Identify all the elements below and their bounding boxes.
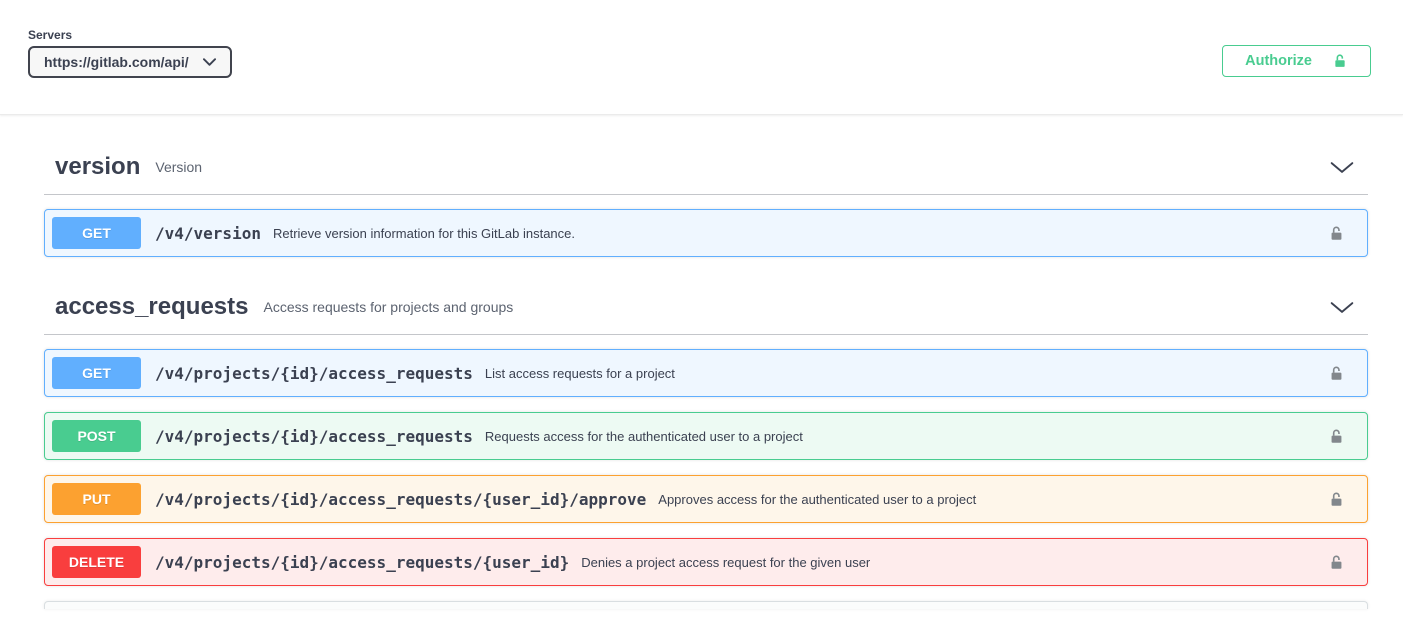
operation-path: /v4/projects/{id}/access_requests <box>155 363 473 383</box>
unlock-icon[interactable] <box>1328 427 1345 446</box>
unlock-icon[interactable] <box>1328 490 1345 509</box>
unlock-icon <box>1332 52 1348 70</box>
authorize-button[interactable]: Authorize <box>1222 45 1371 77</box>
operation-row[interactable]: GET /v4/version Retrieve version informa… <box>44 209 1368 257</box>
operation-summary: List access requests for a project <box>484 365 675 381</box>
operation-path: /v4/version <box>155 223 261 243</box>
section-title: version <box>55 153 141 180</box>
operations: GET /v4/version Retrieve version informa… <box>44 195 1368 257</box>
operation-path: /v4/projects/{id}/access_requests/{user_… <box>155 552 570 572</box>
method-badge: GET <box>52 217 141 249</box>
operation-row[interactable]: GET /v4/projects/{id}/access_requests Li… <box>44 349 1368 397</box>
section-description: Version <box>155 159 203 175</box>
method-badge: PUT <box>52 483 141 515</box>
chevron-down-icon <box>202 58 216 66</box>
section-description: Access requests for projects and groups <box>263 299 514 315</box>
section-header-version[interactable]: version Version <box>44 151 1368 195</box>
operation-path: /v4/projects/{id}/access_requests <box>155 426 473 446</box>
method-badge: GET <box>52 357 141 389</box>
section-header-access-requests[interactable]: access_requests Access requests for proj… <box>44 291 1368 335</box>
operations: GET /v4/projects/{id}/access_requests Li… <box>44 335 1368 609</box>
servers-block: Servers https://gitlab.com/api/ <box>28 28 232 78</box>
operation-row[interactable]: PUT /v4/projects/{id}/access_requests/{u… <box>44 475 1368 523</box>
method-badge: DELETE <box>52 546 141 578</box>
operation-summary: Denies a project access request for the … <box>581 554 871 570</box>
section-title: access_requests <box>55 293 249 320</box>
unlock-icon[interactable] <box>1328 553 1345 572</box>
operation-summary: Retrieve version information for this Gi… <box>272 225 575 241</box>
server-select-value: https://gitlab.com/api/ <box>44 54 189 70</box>
section-version: version Version GET /v4/version Retrieve… <box>44 151 1368 257</box>
operation-row[interactable]: DELETE /v4/projects/{id}/access_requests… <box>44 538 1368 586</box>
authorize-label: Authorize <box>1245 53 1312 69</box>
partial-next-row <box>44 601 1368 609</box>
server-select[interactable]: https://gitlab.com/api/ <box>28 46 232 78</box>
section-access-requests: access_requests Access requests for proj… <box>44 291 1368 609</box>
method-badge: POST <box>52 420 141 452</box>
unlock-icon[interactable] <box>1328 364 1345 383</box>
operation-row[interactable]: POST /v4/projects/{id}/access_requests R… <box>44 412 1368 460</box>
chevron-down-icon <box>1330 301 1354 314</box>
operation-summary: Requests access for the authenticated us… <box>484 428 803 444</box>
api-operations-list: version Version GET /v4/version Retrieve… <box>0 115 1403 609</box>
servers-label: Servers <box>28 28 73 42</box>
scheme-bar: Servers https://gitlab.com/api/ Authoriz… <box>0 0 1403 115</box>
operation-path: /v4/projects/{id}/access_requests/{user_… <box>155 489 647 509</box>
operation-summary: Approves access for the authenticated us… <box>658 491 977 507</box>
unlock-icon[interactable] <box>1328 224 1345 243</box>
chevron-down-icon <box>1330 161 1354 174</box>
